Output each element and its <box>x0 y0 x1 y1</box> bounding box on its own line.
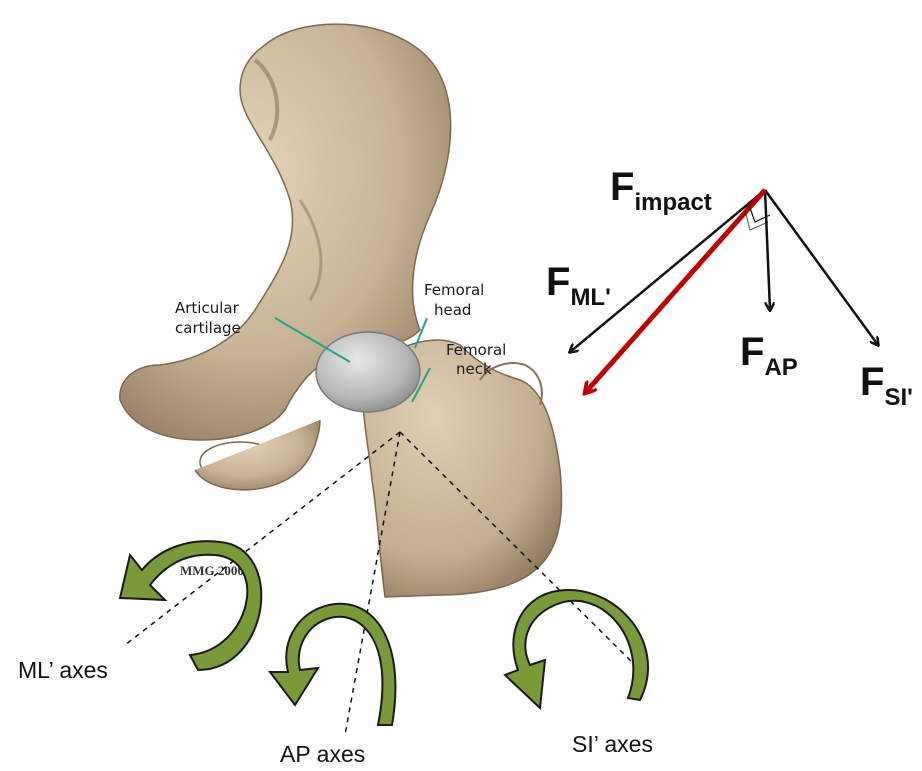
f-si-arrow <box>765 190 878 345</box>
si-axes-label: SI’ axes <box>572 731 653 757</box>
force-vectors <box>570 190 878 393</box>
ap-axes-label: AP axes <box>280 741 365 767</box>
articular-label-line2: cartilage <box>175 319 241 337</box>
f-impact-label: Fimpact <box>610 165 712 216</box>
f-ap-label: FAP <box>740 330 798 381</box>
watermark: MMG 2000 <box>180 563 244 578</box>
ml-axes-label: ML’ axes <box>18 657 108 683</box>
articular-label-line1: Articular <box>175 299 240 317</box>
f-ap-arrow <box>765 190 770 310</box>
rotation-arrow-ml <box>120 541 261 670</box>
f-si-label: FSI' <box>860 360 913 411</box>
f-ml-label: FML' <box>546 260 611 311</box>
femoral-neck-label-line1: Femoral <box>446 341 506 359</box>
femoral-head-label-line2: head <box>434 301 471 319</box>
femoral-neck-label-line2: neck <box>456 360 492 378</box>
femoral-head-cartilage <box>316 332 420 412</box>
femoral-head-label-line1: Femoral <box>424 281 484 299</box>
f-impact-arrow <box>585 190 765 393</box>
rotation-arrow-si <box>505 590 648 708</box>
rotation-arrow-ap <box>270 604 395 725</box>
